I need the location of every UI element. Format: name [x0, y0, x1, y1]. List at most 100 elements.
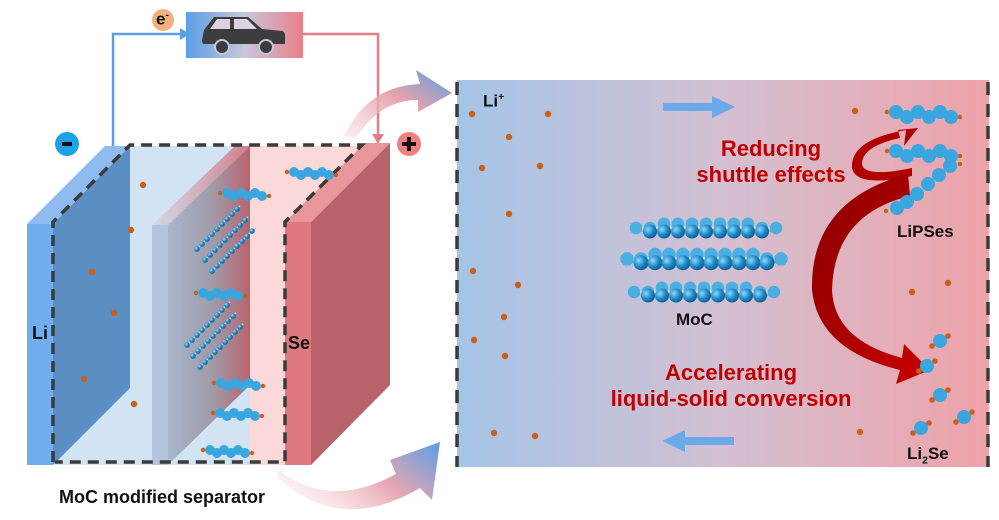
moc-layer [627, 281, 781, 303]
li2se-label: Li2Se [907, 444, 949, 467]
polyselenide-chain [210, 408, 265, 421]
molybdenum-atom [210, 333, 216, 339]
selenium-atom [900, 195, 914, 209]
battery-cell [27, 143, 390, 465]
molybdenum-atom [717, 255, 733, 271]
chain-end-li [242, 293, 248, 299]
chain-end-li [217, 190, 223, 196]
li-ion-dot [139, 181, 147, 189]
moc-label: MoC [676, 310, 713, 329]
molybdenum-atom [202, 359, 208, 365]
molybdenum-atom [200, 343, 206, 349]
molybdenum-atom [219, 307, 225, 313]
molybdenum-atom [197, 364, 203, 370]
molybdenum-atom [669, 288, 683, 303]
selenium-atom [233, 291, 243, 301]
separator-top-face [152, 146, 250, 225]
selenium-atom [922, 110, 936, 124]
molybdenum-atom [689, 255, 705, 271]
polyselenide-chain [193, 288, 248, 301]
molybdenum-atom [641, 288, 655, 303]
li-ion-dot [514, 281, 522, 289]
selenium-atom [911, 105, 925, 119]
li-ions-right [468, 107, 952, 440]
chain-end-li [259, 413, 265, 419]
selenium-atom [900, 110, 914, 124]
lithium-atom [910, 430, 916, 436]
molybdenum-atom [647, 255, 663, 271]
wire-arrowhead-red [372, 134, 384, 144]
molybdenum-atom-back [620, 252, 634, 266]
molybdenum-atom-back [629, 221, 643, 235]
separator-dashed-outline [51, 143, 367, 464]
shuttle-curved-arrow [851, 128, 918, 181]
selenium-atom [324, 170, 334, 180]
molybdenum-atom [657, 224, 671, 239]
lithium-atom [916, 368, 922, 374]
molybdenum-atom [217, 242, 223, 248]
molybdenum-atom [224, 253, 230, 259]
selenium-atom [920, 359, 934, 373]
lithium-atom [929, 343, 935, 349]
li2se-molecule [929, 333, 951, 349]
lithium-atom [945, 333, 951, 339]
molybdenum-atom [219, 258, 225, 264]
polyselenide-chain [200, 445, 255, 458]
polyselenide-chain [883, 159, 963, 215]
molybdenum-atom [190, 353, 196, 359]
molybdenum-atom [683, 288, 697, 303]
li-ion-dot [127, 226, 135, 234]
selenium-atom [240, 448, 250, 458]
molybdenum-atom [725, 288, 739, 303]
selenium-atom [932, 168, 946, 182]
selenium-atom [957, 410, 971, 424]
li-ion-dot [130, 400, 138, 408]
moc-layer [184, 301, 231, 348]
selenium-atom [250, 411, 260, 421]
molybdenum-atom [234, 206, 240, 212]
li2se-molecule [916, 358, 938, 374]
selenium-atom [943, 159, 957, 173]
chain-end-li [957, 114, 963, 120]
molybdenum-atom [711, 288, 725, 303]
li2se-molecules [910, 333, 975, 436]
molybdenum-atom [207, 354, 213, 360]
anode-top-face [27, 146, 130, 224]
chain-end-li [333, 172, 339, 178]
molybdenum-atom [655, 288, 669, 303]
molybdenum-atom-back [769, 221, 783, 235]
lithium-atom [953, 419, 959, 425]
external-circuit [55, 9, 421, 156]
li-ion-dot [478, 164, 486, 172]
chain-end-li [884, 109, 890, 115]
li2se-molecule [953, 409, 975, 425]
minus-icon [62, 142, 72, 146]
molybdenum-atom [184, 342, 190, 348]
molybdenum-atom [204, 236, 210, 242]
molybdenum-atom [209, 231, 215, 237]
selenium-atom [257, 191, 267, 201]
moc-layer [190, 312, 237, 359]
molybdenum-atom [685, 224, 699, 239]
li-ion-dot [80, 375, 88, 383]
molybdenum-atom [703, 255, 719, 271]
molybdenum-atom [205, 338, 211, 344]
backward-arrow [662, 430, 734, 452]
chain-end-li [266, 193, 272, 199]
molybdenum-atom [202, 257, 208, 263]
molybdenum-atom [227, 334, 233, 340]
panel-background [457, 80, 989, 467]
molybdenum-atom [204, 322, 210, 328]
li-ion-label: Li+ [483, 91, 505, 111]
moc-layer [197, 323, 244, 370]
li-ion-dot [944, 279, 952, 287]
molybdenum-atom [755, 224, 769, 239]
polyselenide-chain [211, 378, 266, 391]
moc-layer [202, 216, 249, 263]
molybdenum-atom [212, 247, 218, 253]
cathode-side-face [311, 143, 390, 465]
car-icon [202, 17, 286, 55]
anode-label: Li [32, 323, 48, 343]
molybdenum-atom [699, 224, 713, 239]
